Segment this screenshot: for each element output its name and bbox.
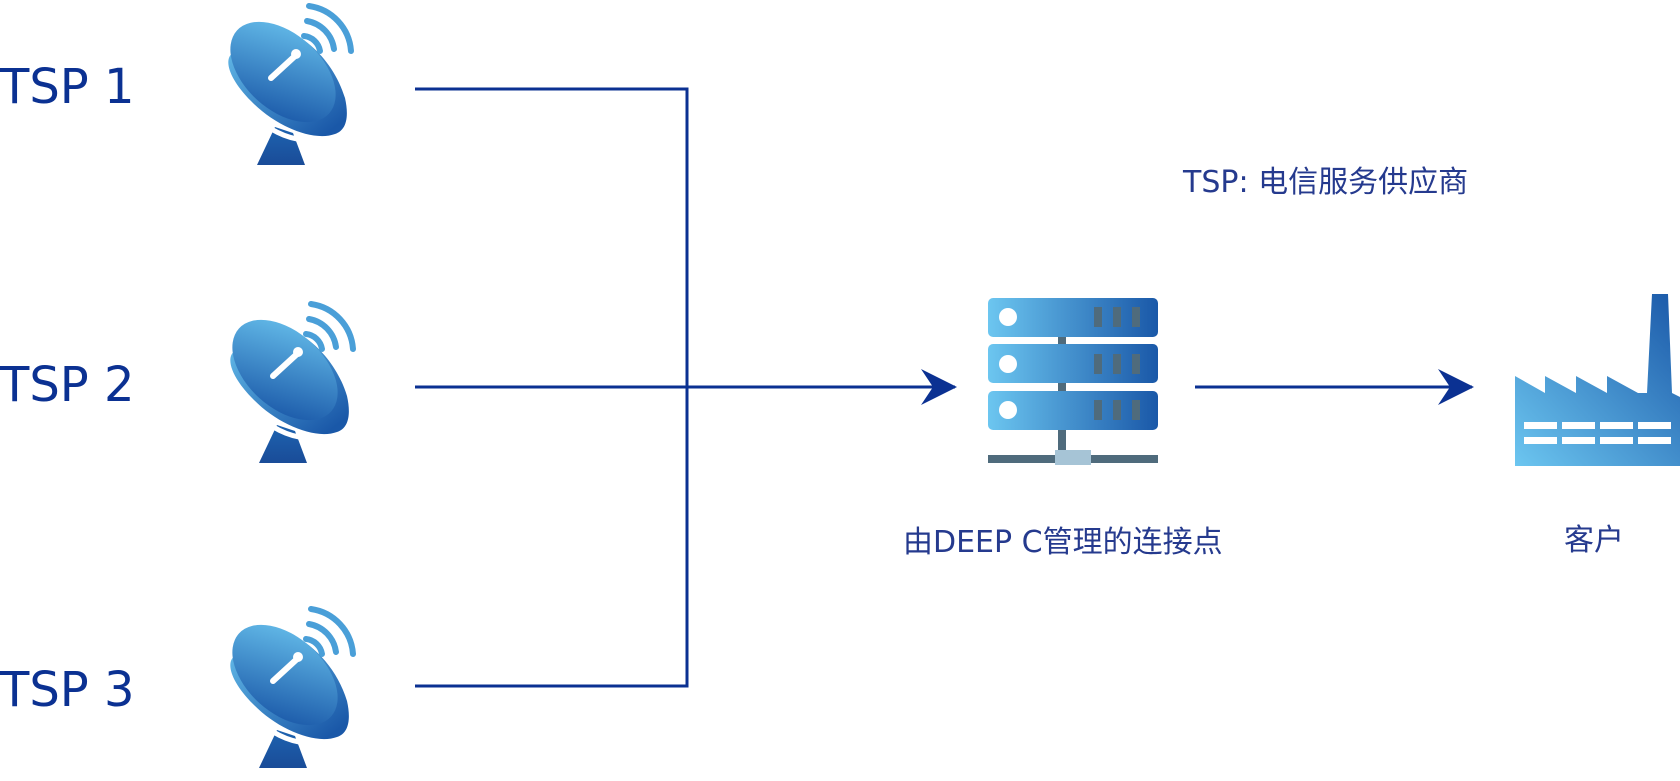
tsp-3-label: TSP 3 bbox=[0, 662, 135, 718]
server-rack-icon bbox=[988, 298, 1158, 465]
connector-lines bbox=[415, 87, 1474, 688]
customer-label: 客户 bbox=[1564, 523, 1624, 558]
legend-text: TSP: 电信服务供应商 bbox=[1182, 165, 1468, 200]
factory-icon bbox=[1515, 294, 1680, 466]
hub-label: 由DEEP C管理的连接点 bbox=[903, 525, 1223, 560]
satellite-dish-icon bbox=[213, 300, 356, 463]
tsp-1-label: TSP 1 bbox=[0, 59, 135, 115]
satellite-dish-icon bbox=[211, 2, 354, 165]
tsp-3-connector bbox=[415, 387, 689, 688]
source-group: TSP 1 TSP 2 TSP 3 bbox=[0, 2, 357, 768]
tsp-1-connector bbox=[415, 87, 689, 387]
satellite-dish-icon bbox=[213, 605, 356, 768]
tsp-2-label: TSP 2 bbox=[0, 357, 135, 413]
